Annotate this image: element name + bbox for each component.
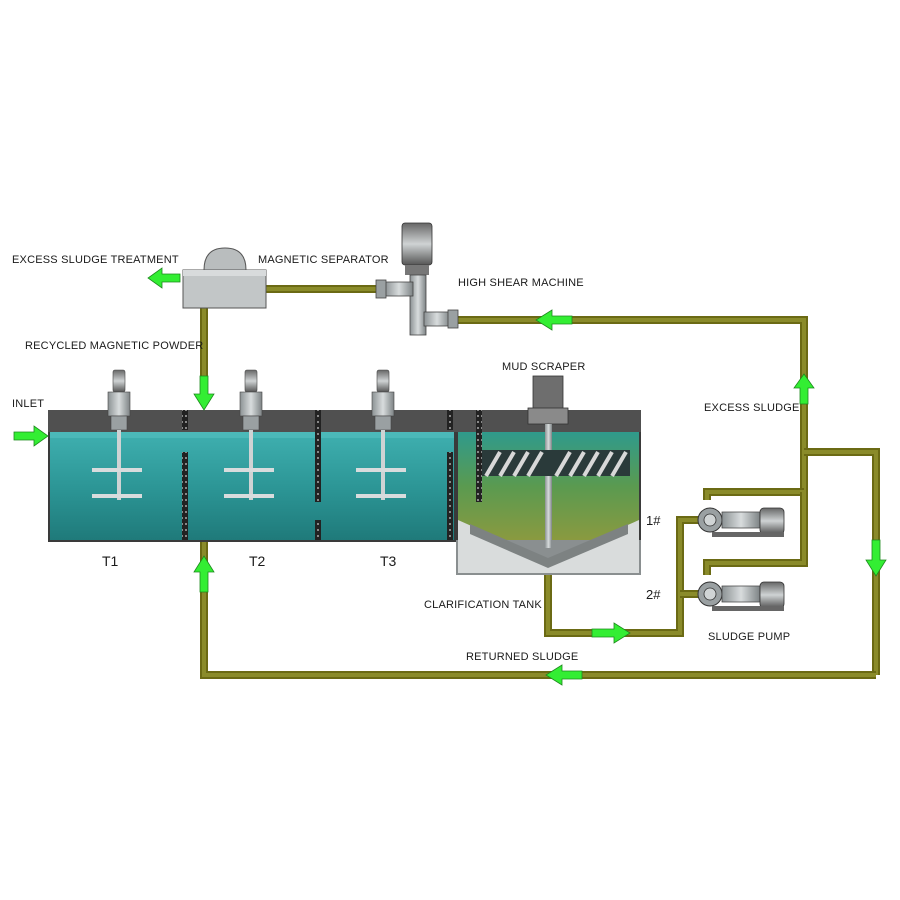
returned-sludge-label: RETURNED SLUDGE — [466, 651, 578, 663]
magnetic-separator — [182, 247, 267, 309]
returned-sludge-up-arrow — [193, 555, 215, 593]
pump-1-label: 1# — [646, 513, 661, 528]
high-shear-machine — [375, 222, 459, 336]
right-down-arrow — [865, 539, 887, 577]
high-shear-machine-label: HIGH SHEAR MACHINE — [458, 277, 584, 289]
mud-scraper — [482, 375, 630, 548]
inlet-arrow — [13, 425, 49, 447]
tank-t2-label: T2 — [249, 553, 266, 569]
excess-sludge-label: EXCESS SLUDGE — [704, 402, 800, 414]
flow-arrows — [13, 267, 887, 686]
pump-2-label: 2# — [646, 587, 661, 602]
clarification-tank-label: CLARIFICATION TANK — [424, 599, 542, 611]
high-shear-feed-arrow — [535, 309, 573, 331]
sludge-pump-1 — [697, 507, 785, 537]
excess-sludge-treatment-label: EXCESS SLUDGE TREATMENT — [12, 254, 179, 266]
diagram-labels: EXCESS SLUDGE TREATMENT MAGNETIC SEPARAT… — [12, 254, 800, 663]
mixer-t3 — [356, 369, 406, 500]
magnetic-separator-label: MAGNETIC SEPARATOR — [258, 254, 389, 266]
returned-sludge-arrow — [545, 664, 583, 686]
clarifier-outflow-arrow — [591, 622, 631, 644]
excess-sludge-treatment-arrow — [147, 267, 181, 289]
mud-scraper-label: MUD SCRAPER — [502, 361, 586, 373]
inlet-label: INLET — [12, 398, 44, 410]
mixer-t1 — [92, 369, 142, 500]
reaction-tank — [48, 410, 641, 575]
sludge-pump-label: SLUDGE PUMP — [708, 631, 790, 643]
recycled-magnetic-powder-label: RECYCLED MAGNETIC POWDER — [25, 340, 203, 352]
tank-t3-label: T3 — [380, 553, 397, 569]
tank-t1-label: T1 — [102, 553, 119, 569]
mixer-t2 — [224, 369, 274, 500]
sludge-pump-2 — [697, 581, 785, 611]
excess-sludge-up-arrow — [793, 373, 815, 405]
baffle-walls — [182, 410, 482, 540]
magnetic-powder-down-arrow — [193, 375, 215, 411]
